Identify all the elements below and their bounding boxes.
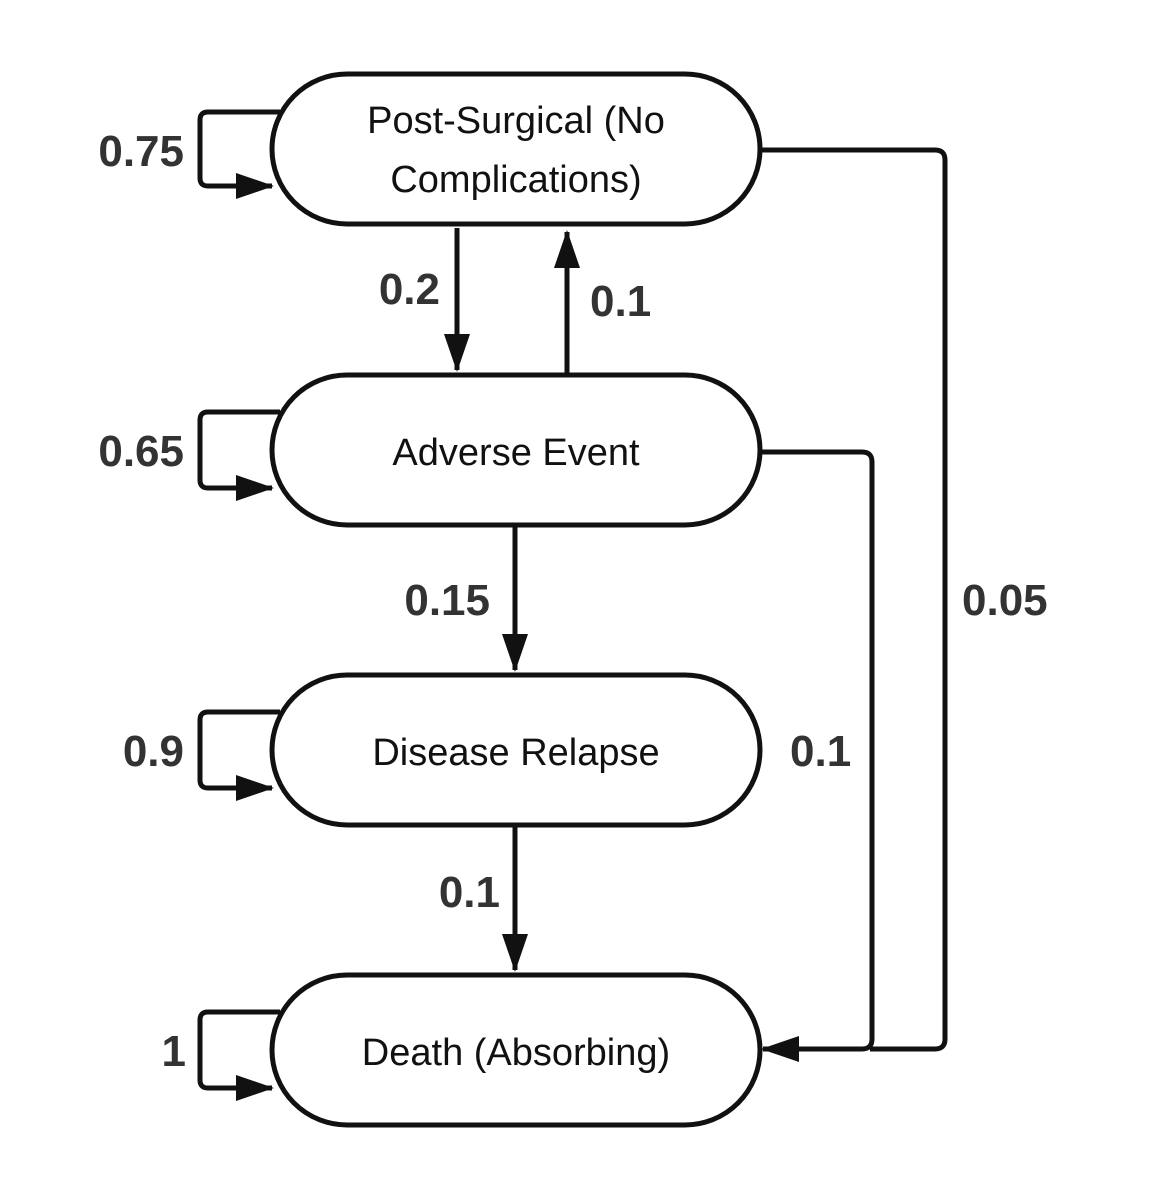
state-disease-relapse[interactable]: Disease Relapse [269, 672, 763, 828]
label-post-surgical-to-adverse: 0.2 [379, 265, 440, 314]
label-adverse-to-relapse: 0.15 [404, 576, 490, 625]
edge-post-surgical-to-death [760, 147, 948, 1052]
state-label-adverse-event: Adverse Event [392, 432, 640, 474]
state-death[interactable]: Death (Absorbing) [269, 972, 763, 1128]
edge-death-self [197, 1009, 280, 1101]
label-post-surgical-to-death: 0.05 [962, 576, 1048, 625]
state-label-death: Death (Absorbing) [362, 1032, 670, 1074]
label-adverse-to-post-surgical: 0.1 [590, 277, 651, 326]
label-adverse-self: 0.65 [98, 427, 184, 476]
edge-relapse-self [197, 709, 280, 801]
label-relapse-to-death: 0.1 [439, 868, 500, 917]
label-death-self: 1 [162, 1027, 186, 1076]
state-label-post-surgical-line-1: Post-Surgical (No [367, 100, 665, 142]
state-post-surgical[interactable]: Post-Surgical (No Complications) [269, 71, 763, 227]
label-relapse-self: 0.9 [123, 727, 184, 776]
edge-post-surgical-self [197, 109, 280, 199]
label-adverse-to-death: 0.1 [790, 727, 851, 776]
state-label-disease-relapse: Disease Relapse [372, 732, 659, 774]
edge-adverse-to-death [760, 449, 875, 1062]
state-adverse-event[interactable]: Adverse Event [269, 372, 763, 528]
label-post-surgical-self: 0.75 [98, 127, 184, 176]
state-label-post-surgical-line-2: Complications) [390, 159, 641, 201]
edge-adverse-self [197, 409, 280, 501]
